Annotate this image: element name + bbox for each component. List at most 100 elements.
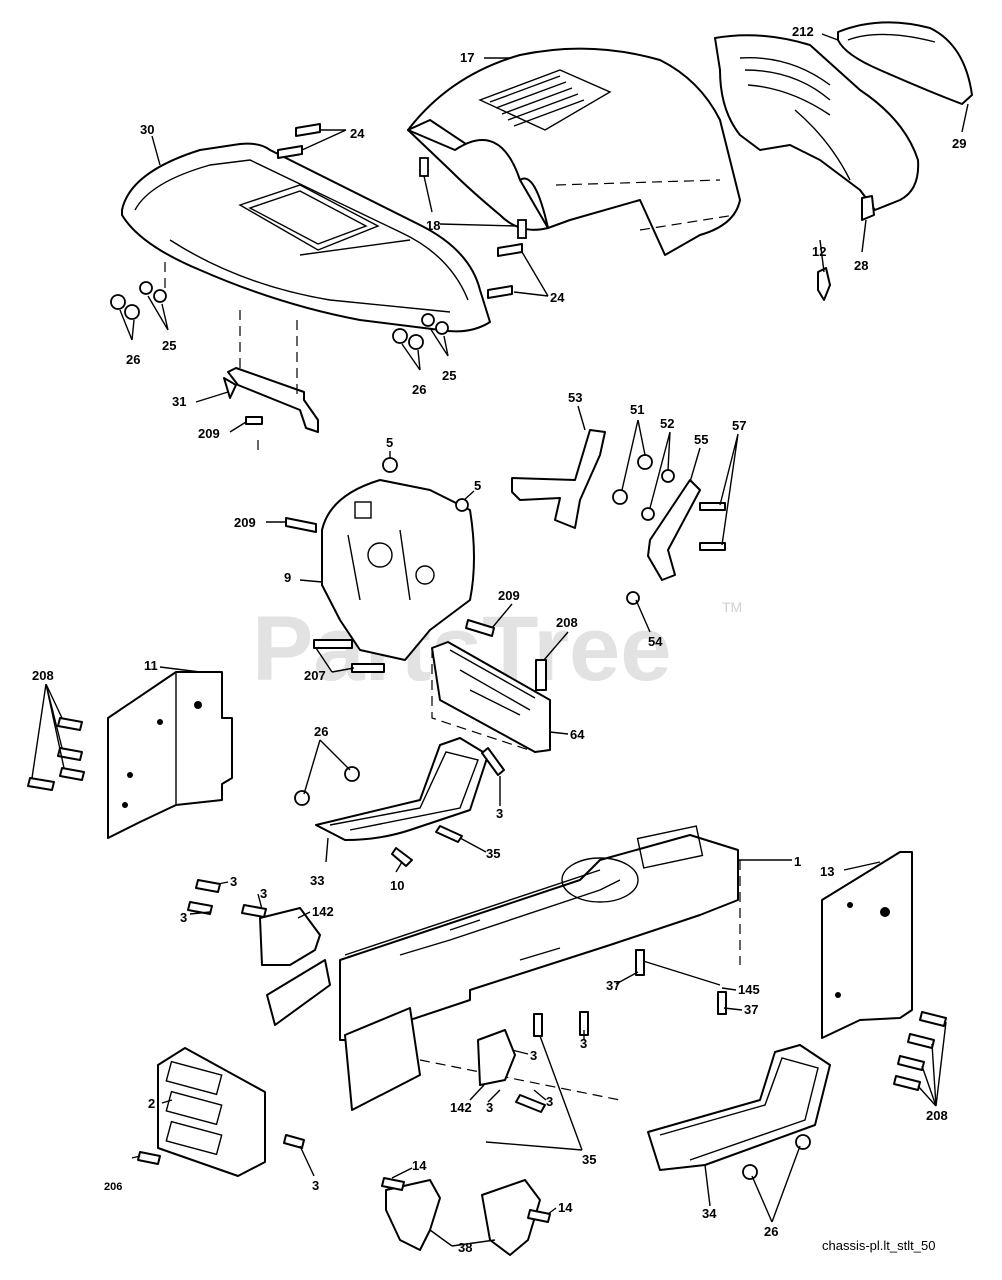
bolt-part-57a[interactable] <box>699 502 726 511</box>
callout-206: 206 <box>104 1181 122 1193</box>
bracket-part-142b[interactable] <box>477 1029 516 1086</box>
hood-clip-part-18[interactable] <box>419 157 429 177</box>
bolt-part-209b[interactable] <box>285 517 317 533</box>
frame-plate-left[interactable] <box>266 959 331 1026</box>
callout-212: 212 <box>792 24 814 39</box>
bolt-part-3b[interactable] <box>195 879 221 893</box>
front-bracket-part-2[interactable] <box>157 1047 266 1177</box>
callout-3a: 3 <box>496 806 503 821</box>
bolt-part-57b[interactable] <box>699 542 726 551</box>
callout-37a: 37 <box>606 978 620 993</box>
nut-part-26c2[interactable] <box>294 790 310 806</box>
callout-13: 13 <box>820 864 834 879</box>
left-panel-part-11[interactable] <box>107 671 233 839</box>
bolt-part-3e[interactable] <box>579 1011 589 1036</box>
bolt-part-37b[interactable] <box>717 991 727 1015</box>
bolt-part-14b[interactable] <box>527 1209 551 1223</box>
footrest-part-33[interactable] <box>315 737 489 841</box>
washer-part-25a1[interactable] <box>139 281 153 295</box>
callout-3d: 3 <box>180 910 187 925</box>
bolt-part-24b1[interactable] <box>487 285 513 299</box>
washer-part-25a2[interactable] <box>153 289 167 303</box>
washer-part-25b1[interactable] <box>421 313 435 327</box>
nut-part-26c1[interactable] <box>344 766 360 782</box>
nut-part-26b2[interactable] <box>408 334 424 350</box>
hood-part-17[interactable] <box>407 47 741 256</box>
callout-208c: 208 <box>926 1108 948 1123</box>
hinge-part-28[interactable] <box>861 195 875 221</box>
bolt-part-3d[interactable] <box>187 901 213 915</box>
bolt-part-14a[interactable] <box>381 1177 405 1191</box>
nut-part-26b1[interactable] <box>392 328 408 344</box>
bolt-part-3g[interactable] <box>515 1094 546 1113</box>
screw-part-206[interactable] <box>137 1151 161 1165</box>
screw-part-208b3[interactable] <box>59 767 85 781</box>
callout-208b: 208 <box>32 668 54 683</box>
bolt-part-3c[interactable] <box>241 904 267 918</box>
grille-part-212[interactable] <box>714 34 920 211</box>
screw-part-208b1[interactable] <box>57 717 83 731</box>
bolt-part-3a[interactable] <box>481 747 505 776</box>
bolt-part-24a1[interactable] <box>295 123 321 137</box>
hood-clip-part-18b[interactable] <box>517 219 527 239</box>
frame-plate-mid[interactable] <box>344 1007 421 1111</box>
seat-bracket-part-31[interactable] <box>223 367 319 433</box>
screw-part-207a[interactable] <box>313 639 353 649</box>
callout-3g: 3 <box>486 1100 493 1115</box>
screw-part-208c4[interactable] <box>893 1075 921 1091</box>
bracket-part-55[interactable] <box>647 479 701 581</box>
washer-part-25b2[interactable] <box>435 321 449 335</box>
latch-part-12[interactable] <box>817 267 831 301</box>
dash-panel-part-9[interactable] <box>321 479 475 661</box>
callout-24a: 24 <box>350 126 365 141</box>
callout-57: 57 <box>732 418 746 433</box>
seat-pan-part-30[interactable] <box>121 142 491 333</box>
bolt-part-209a[interactable] <box>245 416 263 425</box>
washer-part-52a[interactable] <box>661 469 675 483</box>
bolt-part-24b2[interactable] <box>497 243 523 257</box>
callout-25a: 25 <box>162 338 176 353</box>
screw-part-208c1[interactable] <box>919 1011 947 1027</box>
right-panel-part-13[interactable] <box>821 851 913 1039</box>
nut-part-26a2[interactable] <box>124 304 140 320</box>
screw-part-208c2[interactable] <box>907 1033 935 1049</box>
rod-part-145[interactable] <box>639 959 721 986</box>
callout-2: 2 <box>148 1096 155 1111</box>
bolt-part-10[interactable] <box>391 847 413 867</box>
screw-part-208b2[interactable] <box>57 747 83 761</box>
callout-3f: 3 <box>530 1048 537 1063</box>
nut-part-26d2[interactable] <box>742 1164 758 1180</box>
nut-part-26d1[interactable] <box>795 1134 811 1150</box>
bolt-part-209c[interactable] <box>465 619 495 637</box>
washer-part-52b[interactable] <box>641 507 655 521</box>
nut-part-5b[interactable] <box>455 498 469 512</box>
screw-part-208b4[interactable] <box>27 777 55 791</box>
support-bracket-part-53[interactable] <box>511 429 606 529</box>
nut-part-26a1[interactable] <box>110 294 126 310</box>
nut-part-5a[interactable] <box>382 457 398 473</box>
footrest-part-34[interactable] <box>647 1044 831 1171</box>
bracket-part-38a[interactable] <box>385 1179 441 1251</box>
bolt-part-3i[interactable] <box>283 1134 305 1149</box>
bracket-part-142a[interactable] <box>259 907 321 966</box>
callout-1: 1 <box>794 854 801 869</box>
callout-209b: 209 <box>234 515 256 530</box>
main-frame-part-1[interactable] <box>339 825 739 1041</box>
callout-55: 55 <box>694 432 708 447</box>
screw-part-208a[interactable] <box>535 659 547 691</box>
callout-208a: 208 <box>556 615 578 630</box>
screw-part-207b[interactable] <box>351 663 385 673</box>
diagram-footer-code: chassis-pl.lt_stlt_50 <box>822 1238 935 1253</box>
nose-part-29[interactable] <box>837 21 973 105</box>
console-part-64[interactable] <box>431 641 551 753</box>
screw-part-208c3[interactable] <box>897 1055 925 1071</box>
bolt-part-24a2[interactable] <box>277 145 303 159</box>
nut-part-51b[interactable] <box>612 489 628 505</box>
callout-142a: 142 <box>312 904 334 919</box>
callout-3c: 3 <box>260 886 267 901</box>
callout-25b: 25 <box>442 368 456 383</box>
bolt-part-35b[interactable] <box>533 1013 543 1037</box>
nut-part-51a[interactable] <box>637 454 653 470</box>
bolt-part-35a[interactable] <box>435 825 463 843</box>
bolt-part-37a[interactable] <box>635 949 645 976</box>
